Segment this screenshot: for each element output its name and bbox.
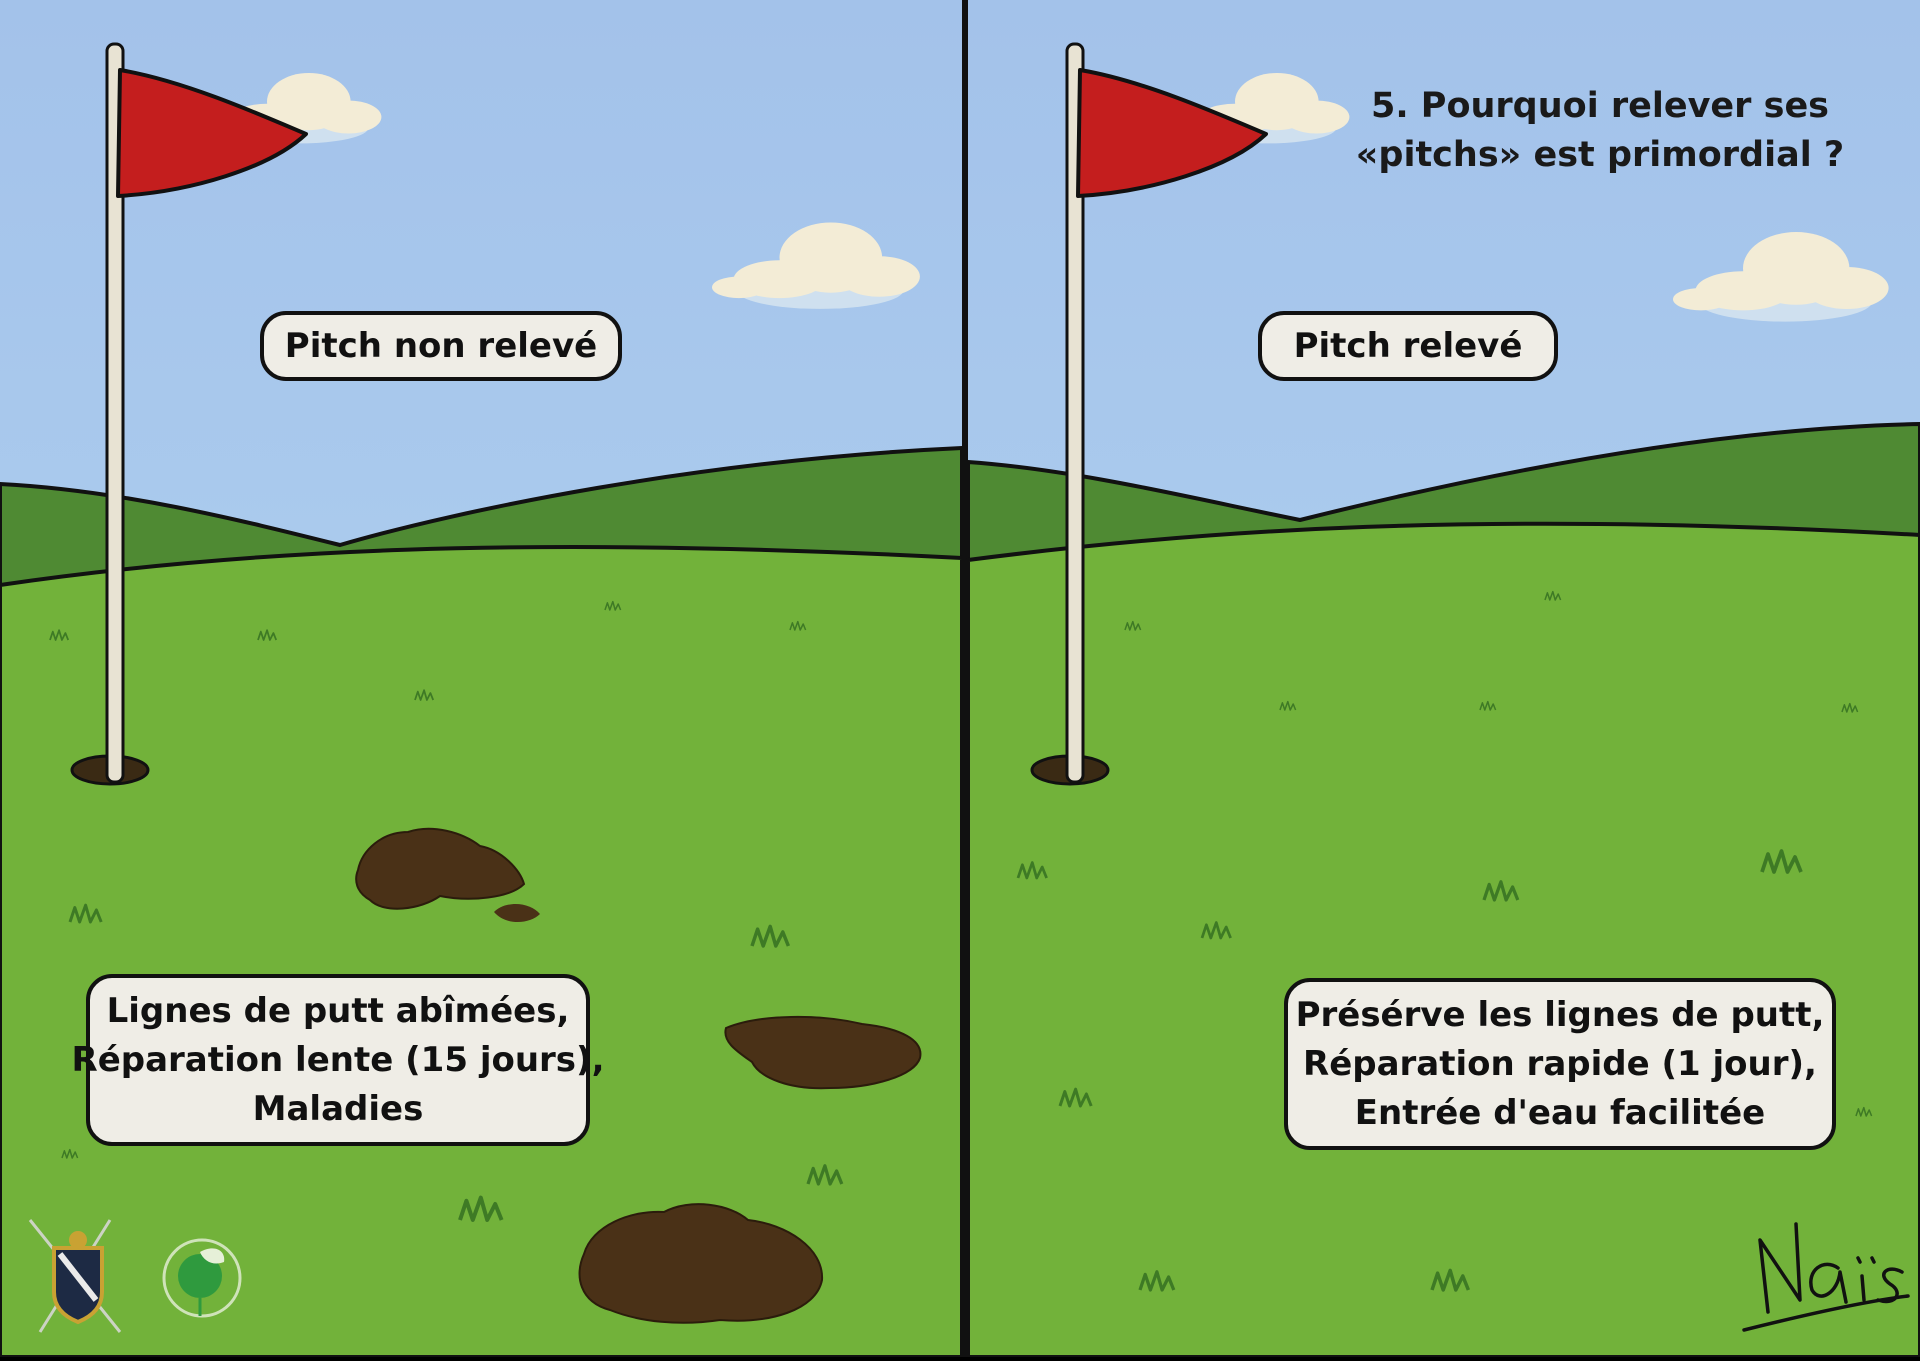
artist-signature [1742,1222,1910,1332]
flag [1076,68,1268,198]
page-title: 5. Pourquoi relever ses «pitchs» est pri… [1340,82,1860,180]
left-green [0,545,964,1359]
flagstick [1065,42,1085,784]
consequence-line: Réparation lente (15 jours), [71,1039,605,1080]
right-panel [966,0,1920,1359]
left-panel-tag: Pitch non relevé [260,311,622,381]
title-line: 5. Pourquoi relever ses [1370,86,1830,126]
benefit-line: Présérve les lignes de putt, [1295,994,1825,1035]
flag [116,68,308,198]
consequence-line: Lignes de putt abîmées, [106,990,570,1031]
benefit-line: Entrée d'eau facilitée [1354,1092,1766,1133]
right-green [966,521,1920,1359]
pitch-mark [355,827,540,922]
title-line: «pitchs» est primordial ? [1355,135,1845,175]
left-tag-label: Pitch non relevé [284,326,598,366]
right-tag-label: Pitch relevé [1293,326,1523,366]
right-panel-tag: Pitch relevé [1258,311,1558,381]
consequences-box: Lignes de putt abîmées, Réparation lente… [72,974,605,1146]
club-crest-logo [28,1219,122,1333]
flagstick [105,42,125,784]
pitch-mark [724,1015,922,1090]
consequence-line: Maladies [252,1088,424,1129]
pitch-mark [578,1203,824,1324]
benefits-box: Présérve les lignes de putt, Réparation … [1284,978,1836,1150]
panel-divider [962,0,968,1357]
left-panel [0,0,964,1359]
benefit-line: Réparation rapide (1 jour), [1303,1043,1817,1084]
eco-label-logo [162,1238,242,1318]
